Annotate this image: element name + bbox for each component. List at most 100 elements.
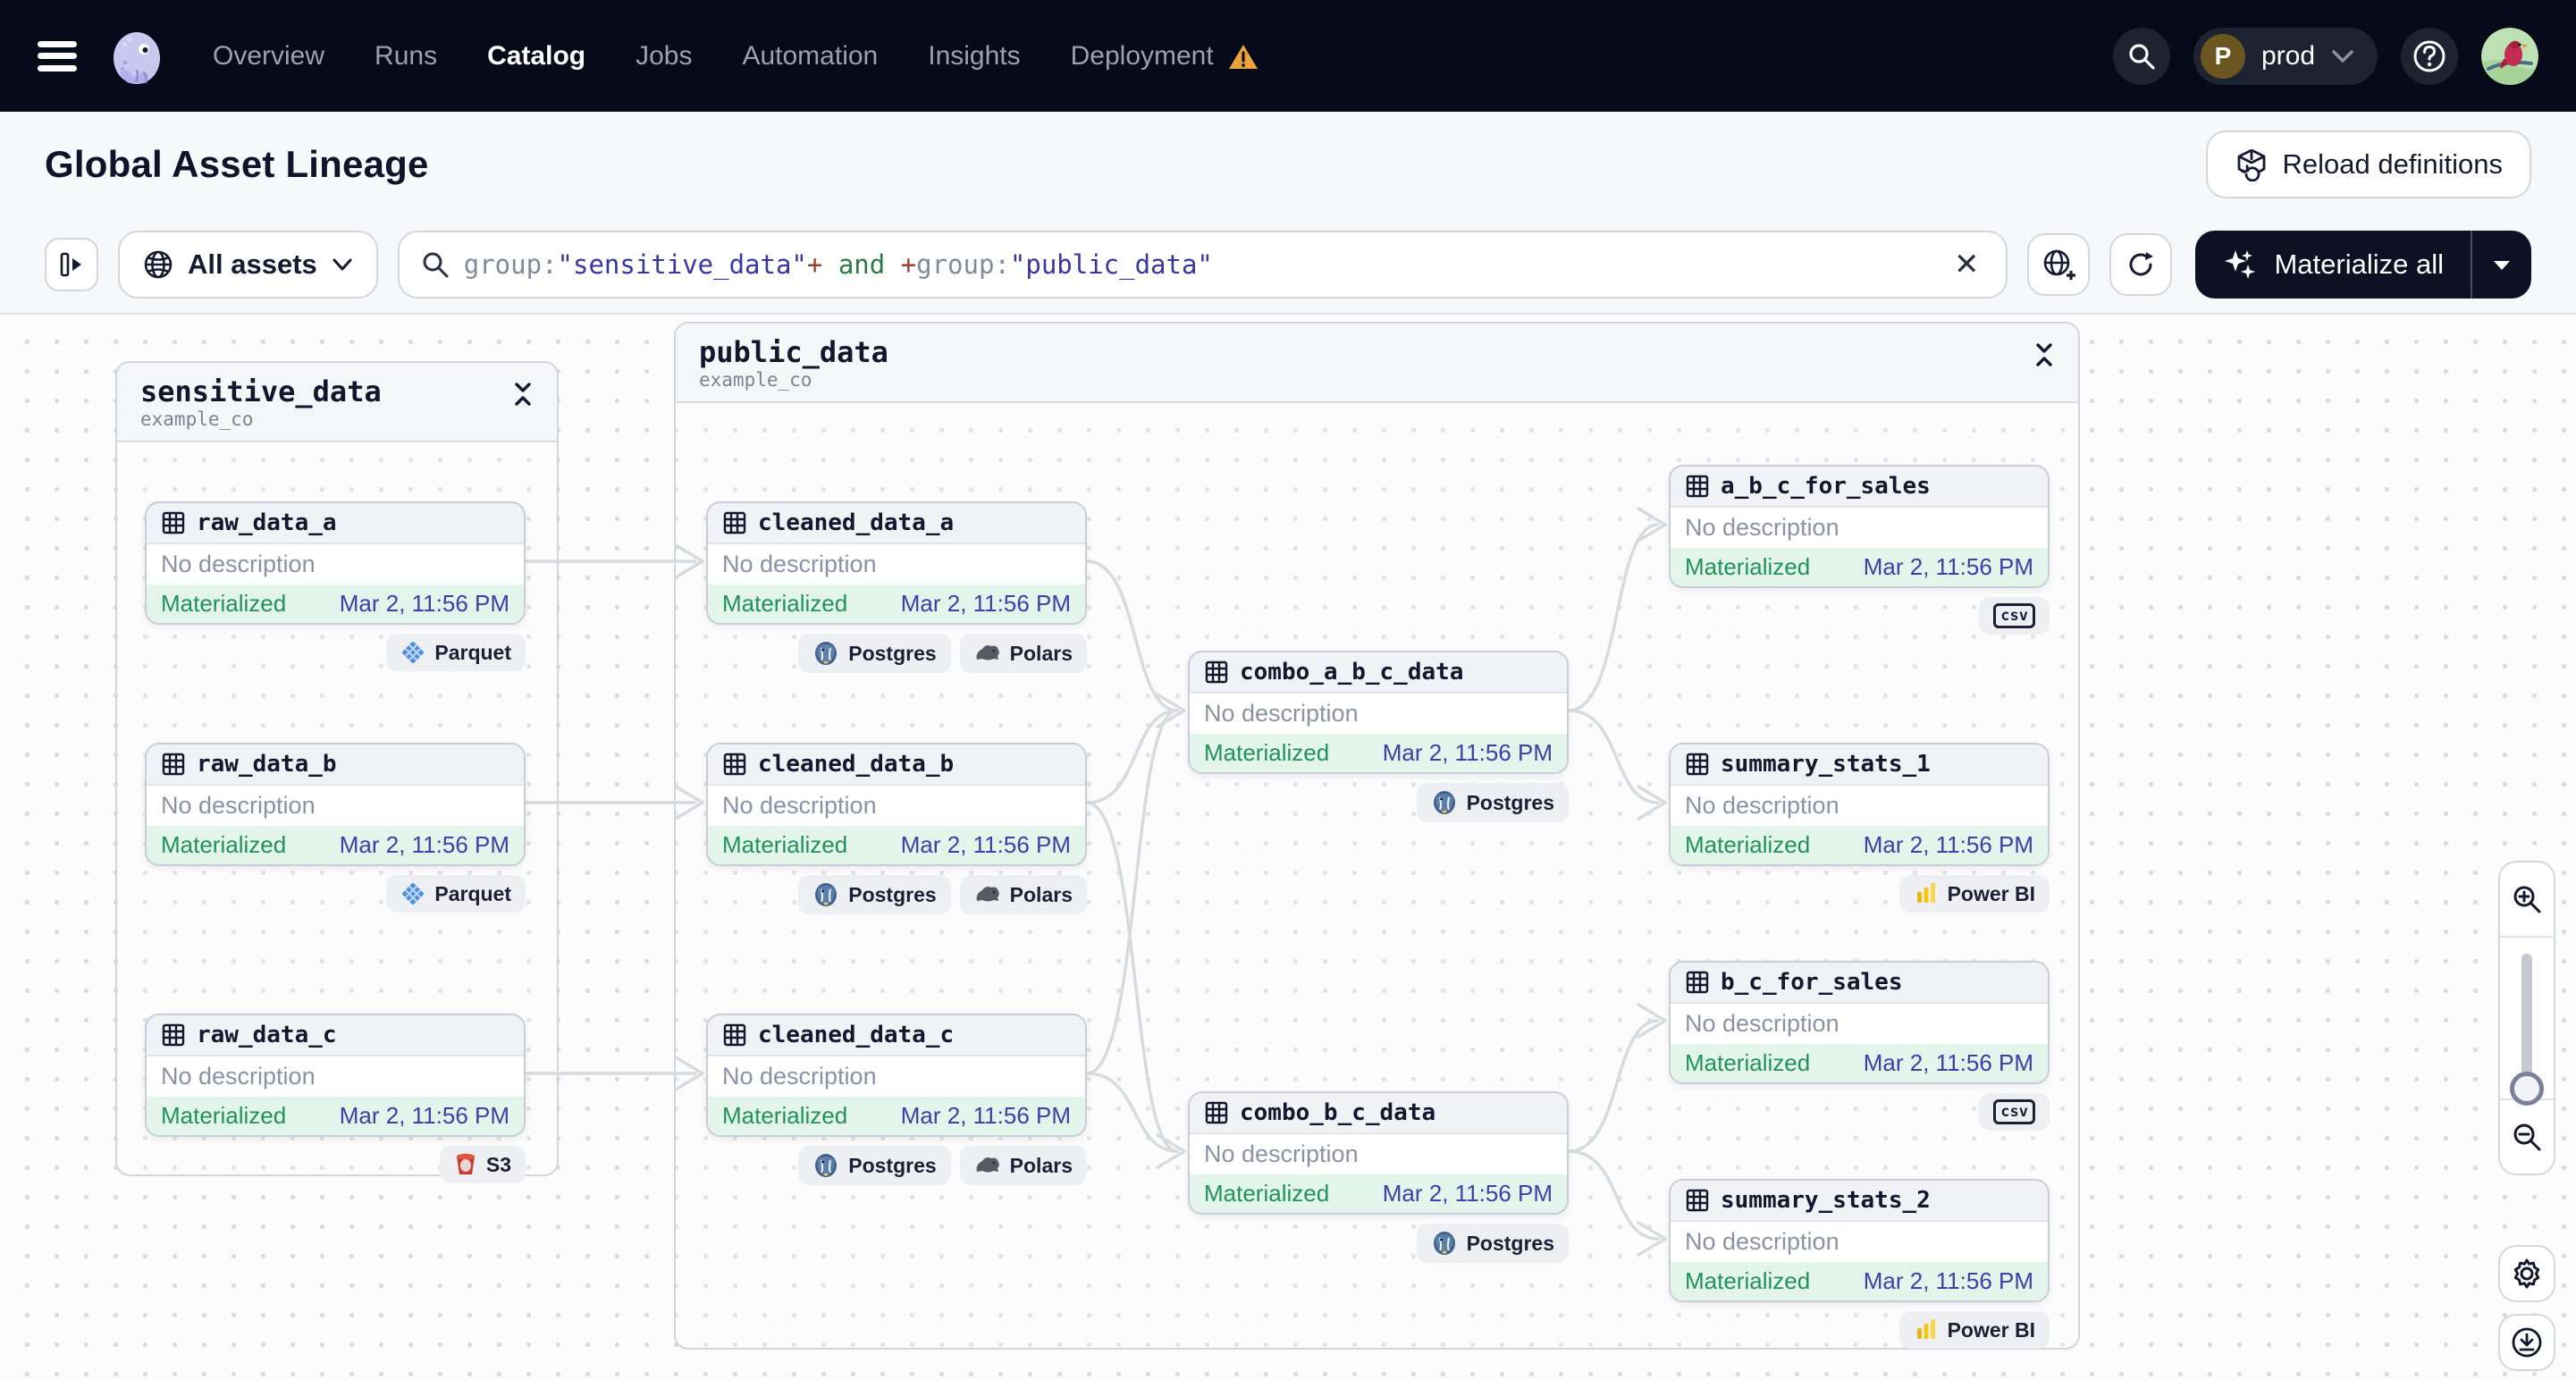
badge-postgres[interactable]: Postgres (1416, 1224, 1569, 1263)
asset-description: No description (147, 544, 524, 585)
asset-scope-dropdown[interactable]: All assets (118, 231, 378, 299)
asset-badges: Parquet (145, 634, 526, 671)
status-badge: Materialized (1685, 831, 1811, 858)
asset-name: raw_data_c (197, 1022, 337, 1048)
asset-badges: Postgres (1188, 783, 1569, 822)
refresh-graph-button[interactable] (2109, 233, 2173, 296)
help-button[interactable] (2401, 27, 2458, 85)
nav-item-runs[interactable]: Runs (375, 41, 437, 72)
nav-item-jobs[interactable]: Jobs (636, 41, 692, 72)
asset-badges: csv (1669, 597, 2050, 635)
materialization-timestamp[interactable]: Mar 2, 11:56 PM (900, 590, 1071, 617)
nav-item-automation[interactable]: Automation (742, 41, 878, 72)
badge-s3[interactable]: S3 (439, 1146, 526, 1183)
badge-postgres[interactable]: Postgres (798, 634, 951, 673)
collapse-group-icon[interactable] (2033, 336, 2055, 373)
menu-icon[interactable] (38, 40, 77, 72)
zoom-slider-thumb[interactable] (2510, 1072, 2544, 1106)
badge-polars[interactable]: Polars (959, 1146, 1087, 1185)
add-to-selection-button[interactable] (2027, 233, 2091, 296)
asset-node-header: cleaned_data_a (708, 503, 1085, 544)
materialization-timestamp[interactable]: Mar 2, 11:56 PM (339, 831, 509, 858)
badge-polars[interactable]: Polars (959, 875, 1087, 914)
badge-power-bi[interactable]: Power BI (1898, 1311, 2050, 1349)
materialize-options-button[interactable] (2472, 231, 2531, 299)
nav-item-insights[interactable]: Insights (928, 41, 1020, 72)
deployment-switcher[interactable]: P prod (2193, 27, 2378, 85)
materialization-timestamp[interactable]: Mar 2, 11:56 PM (900, 831, 1071, 858)
nav-item-label: Jobs (636, 40, 693, 71)
zoom-out-button[interactable] (2500, 1100, 2554, 1174)
materialization-timestamp[interactable]: Mar 2, 11:56 PM (339, 1102, 509, 1129)
materialization-timestamp[interactable]: Mar 2, 11:56 PM (1863, 1049, 2033, 1076)
materialization-timestamp[interactable]: Mar 2, 11:56 PM (1382, 739, 1553, 766)
zoom-slider-track[interactable] (2521, 954, 2532, 1082)
materialization-timestamp[interactable]: Mar 2, 11:56 PM (1863, 831, 2033, 858)
badge-label: Postgres (848, 1153, 937, 1177)
download-image-button[interactable] (2498, 1314, 2555, 1371)
badge-polars[interactable]: Polars (959, 634, 1087, 673)
nav-item-overview[interactable]: Overview (213, 41, 324, 72)
graph-settings-button[interactable] (2498, 1245, 2555, 1302)
deployment-name: prod (2260, 40, 2315, 71)
clear-filter-icon[interactable]: ✕ (1953, 248, 1980, 282)
materialize-all-button[interactable]: Materialize all (2195, 231, 2531, 299)
dagster-logo-icon[interactable] (107, 27, 166, 86)
materialization-timestamp[interactable]: Mar 2, 11:56 PM (1863, 553, 2033, 580)
materialization-timestamp[interactable]: Mar 2, 11:56 PM (339, 590, 509, 617)
query-segment: and (822, 249, 901, 280)
badge-power-bi[interactable]: Power BI (1898, 875, 2050, 913)
reload-definitions-button[interactable]: Reload definitions (2205, 130, 2531, 198)
user-avatar[interactable] (2481, 27, 2538, 85)
badge-parquet[interactable]: Parquet (386, 634, 526, 671)
status-badge: Materialized (1685, 1267, 1811, 1294)
reload-icon (2237, 148, 2265, 181)
postgres-icon (812, 640, 839, 667)
badge-postgres[interactable]: Postgres (1416, 783, 1569, 822)
badge-csv[interactable]: csv (1979, 597, 2050, 635)
open-left-panel-button[interactable] (45, 238, 98, 291)
search-button[interactable] (2112, 27, 2170, 85)
collapse-group-icon[interactable] (512, 375, 534, 412)
table-icon (1686, 1189, 1709, 1212)
nav-item-deployment[interactable]: Deployment (1071, 41, 1259, 72)
zoom-in-button[interactable] (2500, 862, 2554, 936)
zoom-slider[interactable] (2500, 938, 2554, 1106)
asset-description: No description (708, 544, 1085, 585)
materialization-timestamp[interactable]: Mar 2, 11:56 PM (900, 1102, 1071, 1129)
caret-down-icon (2494, 261, 2510, 270)
asset-filter-input[interactable]: group:"sensitive_data"+ and +group:"publ… (397, 231, 2008, 299)
status-badge: Materialized (1204, 739, 1330, 766)
badge-label: Parquet (434, 640, 511, 664)
badge-postgres[interactable]: Postgres (798, 875, 951, 914)
asset-name: raw_data_b (197, 751, 337, 778)
asset-node-header: summary_stats_1 (1671, 745, 2048, 786)
query-segment: + (806, 249, 823, 280)
badge-parquet[interactable]: Parquet (386, 875, 526, 913)
badge-postgres[interactable]: Postgres (798, 1146, 951, 1185)
badge-label: Postgres (848, 641, 937, 665)
materialization-timestamp[interactable]: Mar 2, 11:56 PM (1863, 1267, 2033, 1294)
badge-csv[interactable]: csv (1979, 1093, 2050, 1131)
nav-item-catalog[interactable]: Catalog (487, 41, 585, 72)
materialization-timestamp[interactable]: Mar 2, 11:56 PM (1382, 1180, 1553, 1207)
